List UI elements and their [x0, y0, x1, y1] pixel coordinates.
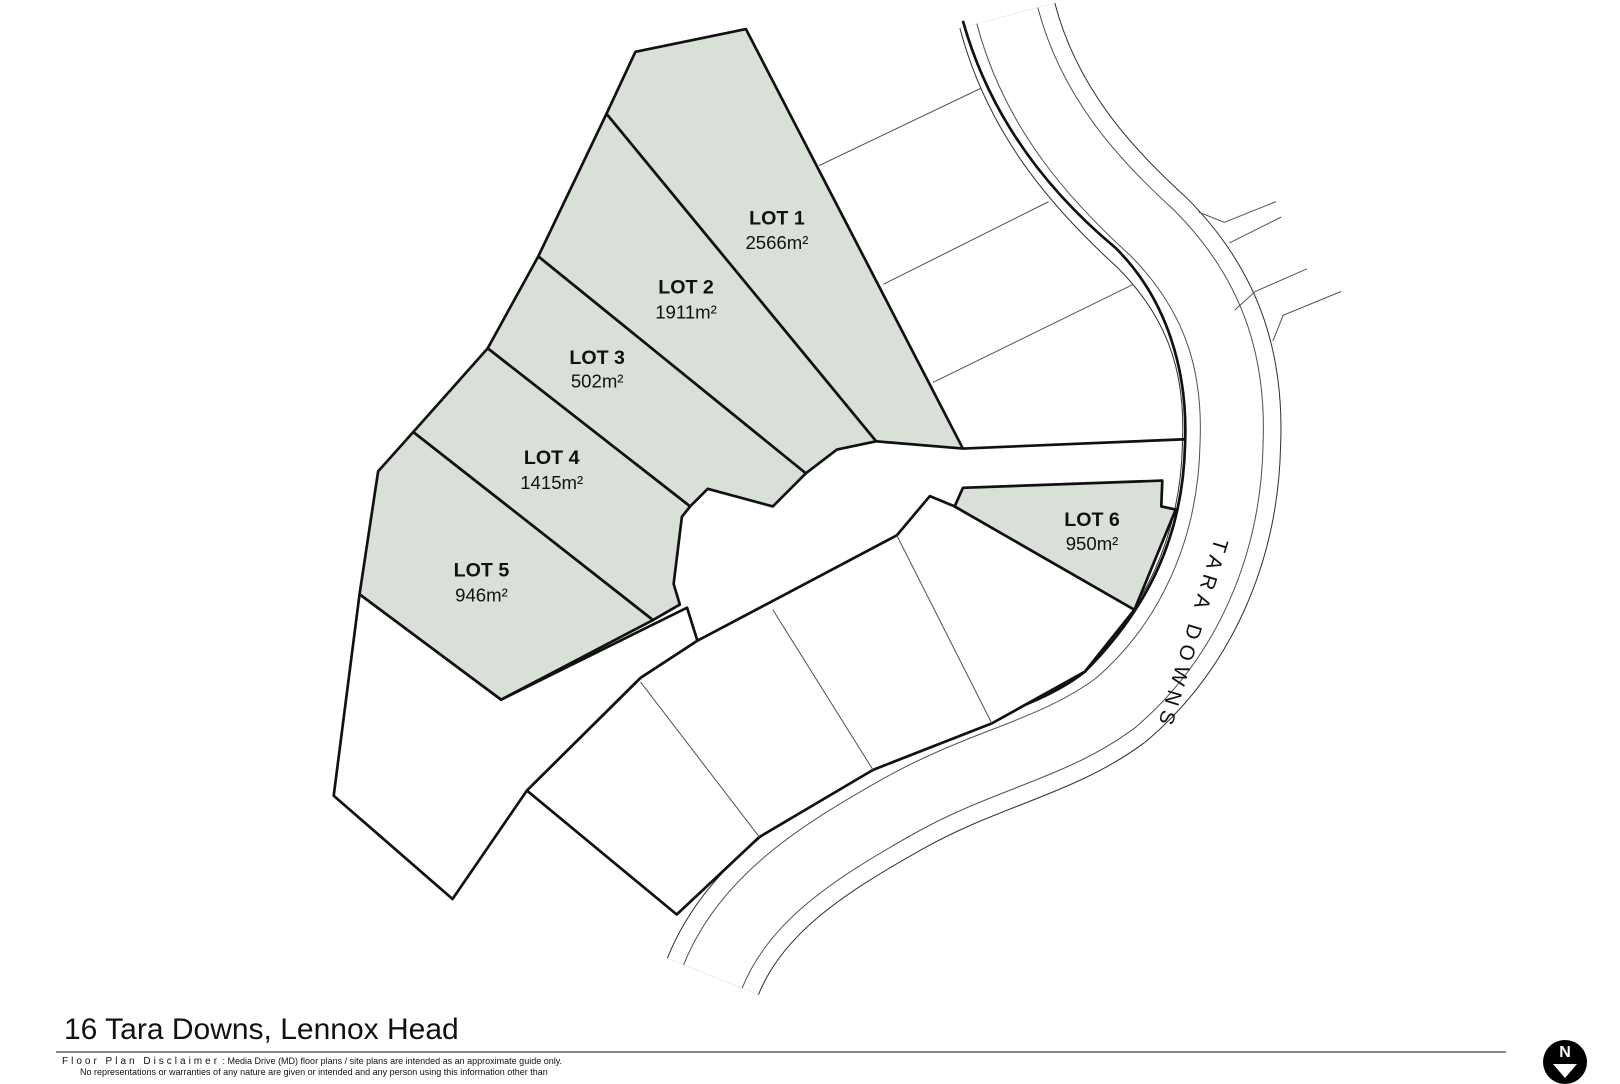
lot-4-parcel[interactable]	[411, 347, 692, 622]
lot-5-parcel[interactable]	[358, 430, 655, 701]
lot-1-label: LOT 1	[749, 207, 805, 229]
road-tara-downs	[666, 2, 1342, 997]
property-address-title: 16 Tara Downs, Lennox Head	[64, 1013, 459, 1046]
north-label: N	[1559, 1044, 1571, 1061]
lot-6-parcel[interactable]	[953, 479, 1178, 612]
lot-3-area: 502m²	[571, 371, 624, 392]
lot-2-area: 1911m²	[655, 301, 717, 322]
disclaimer-line-2: No representations or warranties of any …	[80, 1067, 548, 1077]
lot-1-area: 2566m²	[745, 232, 808, 253]
lot-2-label: LOT 2	[658, 277, 714, 299]
north-arrow-icon: N	[1543, 1040, 1587, 1084]
disclaimer-label: Floor Plan Disclaimer	[62, 1056, 221, 1067]
lot-4-label: LOT 4	[524, 447, 580, 469]
disclaimer: Floor Plan Disclaimer : Media Drive (MD)…	[62, 1056, 562, 1078]
lot-5-area: 946m²	[455, 584, 508, 605]
lot-3-label: LOT 3	[569, 347, 625, 369]
lot-4-area: 1415m²	[520, 472, 583, 493]
lot-6-label: LOT 6	[1064, 509, 1120, 531]
lot-5-label: LOT 5	[454, 560, 510, 582]
disclaimer-line-1: : Media Drive (MD) floor plans / site pl…	[222, 1056, 563, 1066]
lot-6-area: 950m²	[1066, 533, 1119, 554]
divider	[56, 1051, 1506, 1053]
